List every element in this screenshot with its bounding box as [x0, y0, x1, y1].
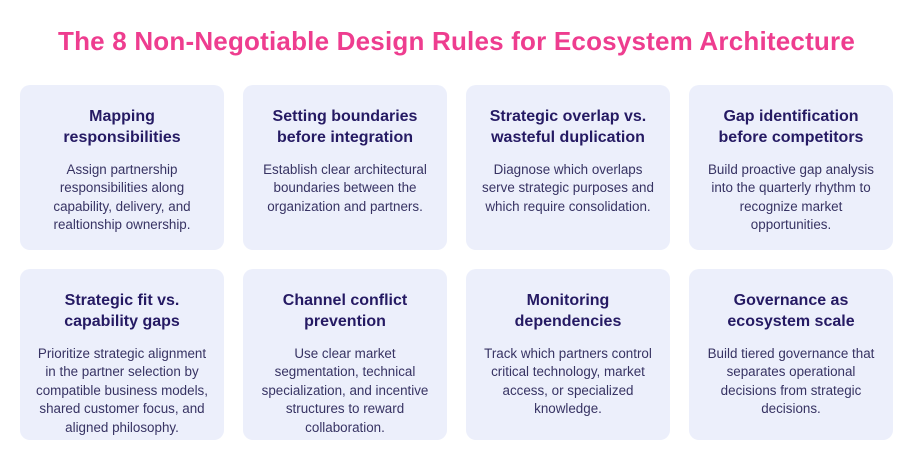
rule-card-governance-scale: Governance as ecosystem scale Build tier…: [689, 268, 893, 440]
rule-card-title: Monitoring dependencies: [514, 291, 622, 330]
rule-card-title: Strategic overlap vs. wasteful duplicati…: [489, 107, 647, 146]
rule-card-body: Build proactive gap analysis into the qu…: [708, 161, 874, 233]
rule-card-body: Track which partners control critical te…: [484, 345, 652, 417]
rule-card-body: Diagnose which overlaps serve strategic …: [482, 161, 654, 214]
rule-card-body: Use clear market segmentation, technical…: [261, 345, 429, 435]
rule-card-title: Strategic fit vs. capability gaps: [64, 291, 180, 330]
rules-grid: Mapping responsibilities Assign partners…: [0, 84, 913, 440]
rule-card-title: Mapping responsibilities: [63, 107, 181, 146]
rule-card-gap-identification: Gap identification before competitors Bu…: [689, 84, 893, 250]
rule-card-title: Channel conflict prevention: [282, 291, 408, 330]
rule-card-monitoring-dependencies: Monitoring dependencies Track which part…: [466, 268, 670, 440]
rule-card-setting-boundaries: Setting boundaries before integration Es…: [243, 84, 447, 250]
rule-card-body: Prioritize strategic alignment in the pa…: [36, 345, 208, 435]
rule-card-body: Establish clear architectural boundaries…: [263, 161, 427, 214]
rule-card-strategic-fit: Strategic fit vs. capability gaps Priori…: [20, 268, 224, 440]
rule-card-title: Gap identification before competitors: [718, 107, 864, 146]
rule-card-strategic-overlap: Strategic overlap vs. wasteful duplicati…: [466, 84, 670, 250]
rule-card-body: Build tiered governance that separates o…: [707, 345, 875, 417]
rule-card-mapping-responsibilities: Mapping responsibilities Assign partners…: [20, 84, 224, 250]
page-title: The 8 Non-Negotiable Design Rules for Ec…: [58, 26, 855, 56]
rule-card-title: Governance as ecosystem scale: [727, 291, 855, 330]
rule-card-title: Setting boundaries before integration: [272, 107, 418, 146]
rule-card-channel-conflict: Channel conflict prevention Use clear ma…: [243, 268, 447, 440]
rule-card-body: Assign partnership responsibilities alon…: [53, 161, 191, 233]
